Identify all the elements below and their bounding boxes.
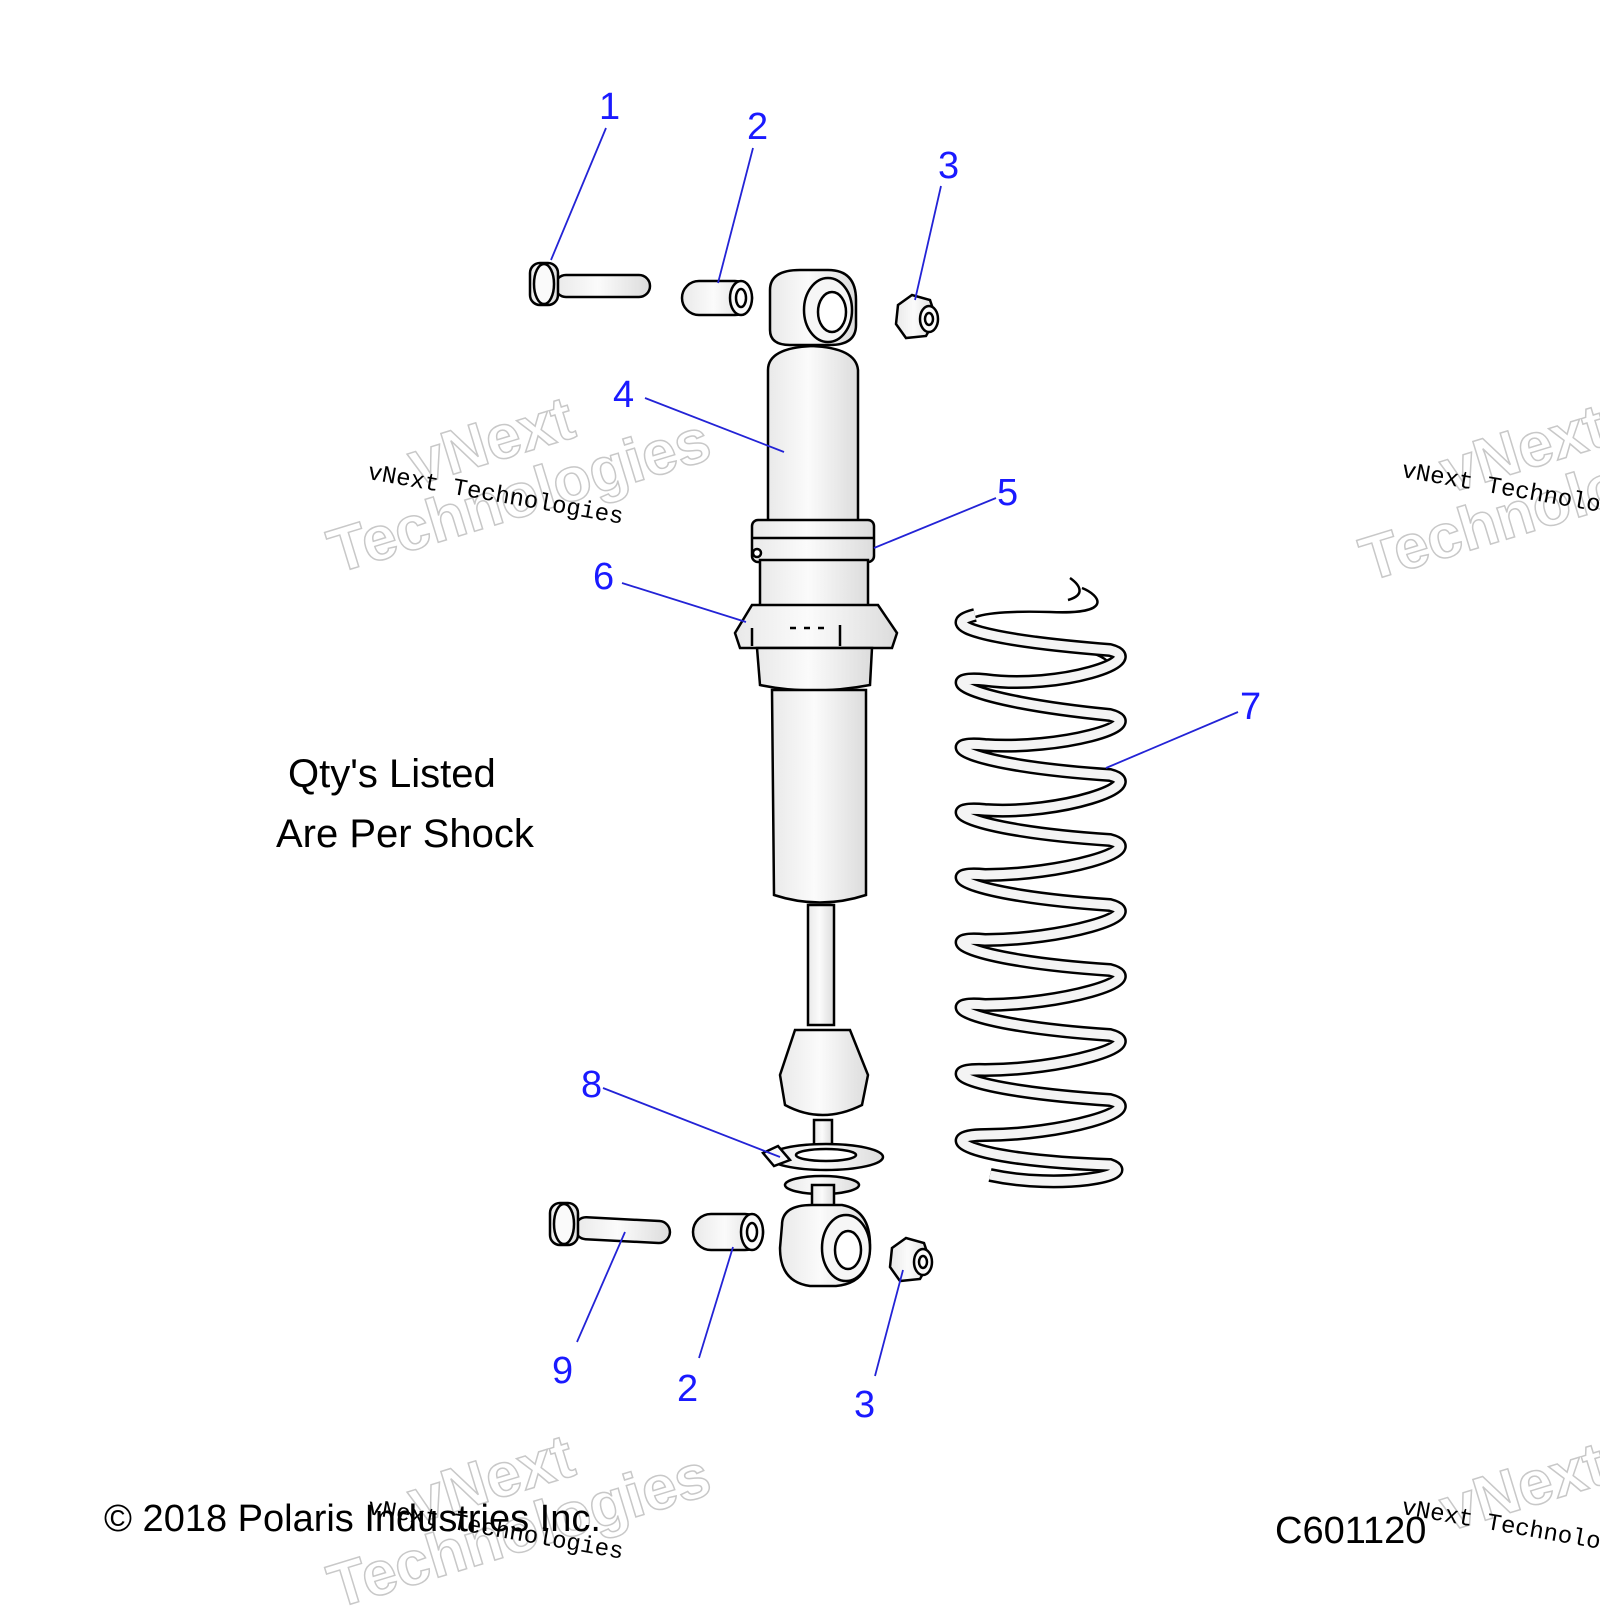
top-nut — [894, 293, 940, 340]
callout-4: 4 — [613, 374, 635, 416]
callout-3-top: 3 — [938, 145, 960, 187]
quantity-note-line2: Are Per Shock — [276, 812, 534, 856]
shock-assembly — [733, 268, 899, 1288]
bottom-bushing — [691, 1212, 765, 1252]
callout-1: 1 — [599, 86, 621, 128]
callout-5: 5 — [997, 472, 1019, 514]
callout-7: 7 — [1240, 686, 1262, 728]
coil-spring — [954, 576, 1127, 1189]
figure-code: C601120 — [1275, 1510, 1427, 1552]
callout-2-bottom: 2 — [677, 1368, 699, 1410]
callout-8: 8 — [581, 1064, 603, 1106]
top-bolt — [528, 261, 652, 307]
callout-6: 6 — [593, 556, 615, 598]
copyright-text: © 2018 Polaris Industries Inc. — [104, 1498, 601, 1540]
quantity-note-line1: Qty's Listed — [288, 752, 496, 796]
bottom-nut — [888, 1236, 934, 1283]
top-bushing — [680, 279, 754, 317]
leader-lines — [550, 127, 1239, 1377]
callout-2-top: 2 — [747, 106, 769, 148]
bottom-bolt — [548, 1201, 672, 1247]
callout-9: 9 — [552, 1350, 574, 1392]
callout-3-bottom: 3 — [854, 1384, 876, 1426]
